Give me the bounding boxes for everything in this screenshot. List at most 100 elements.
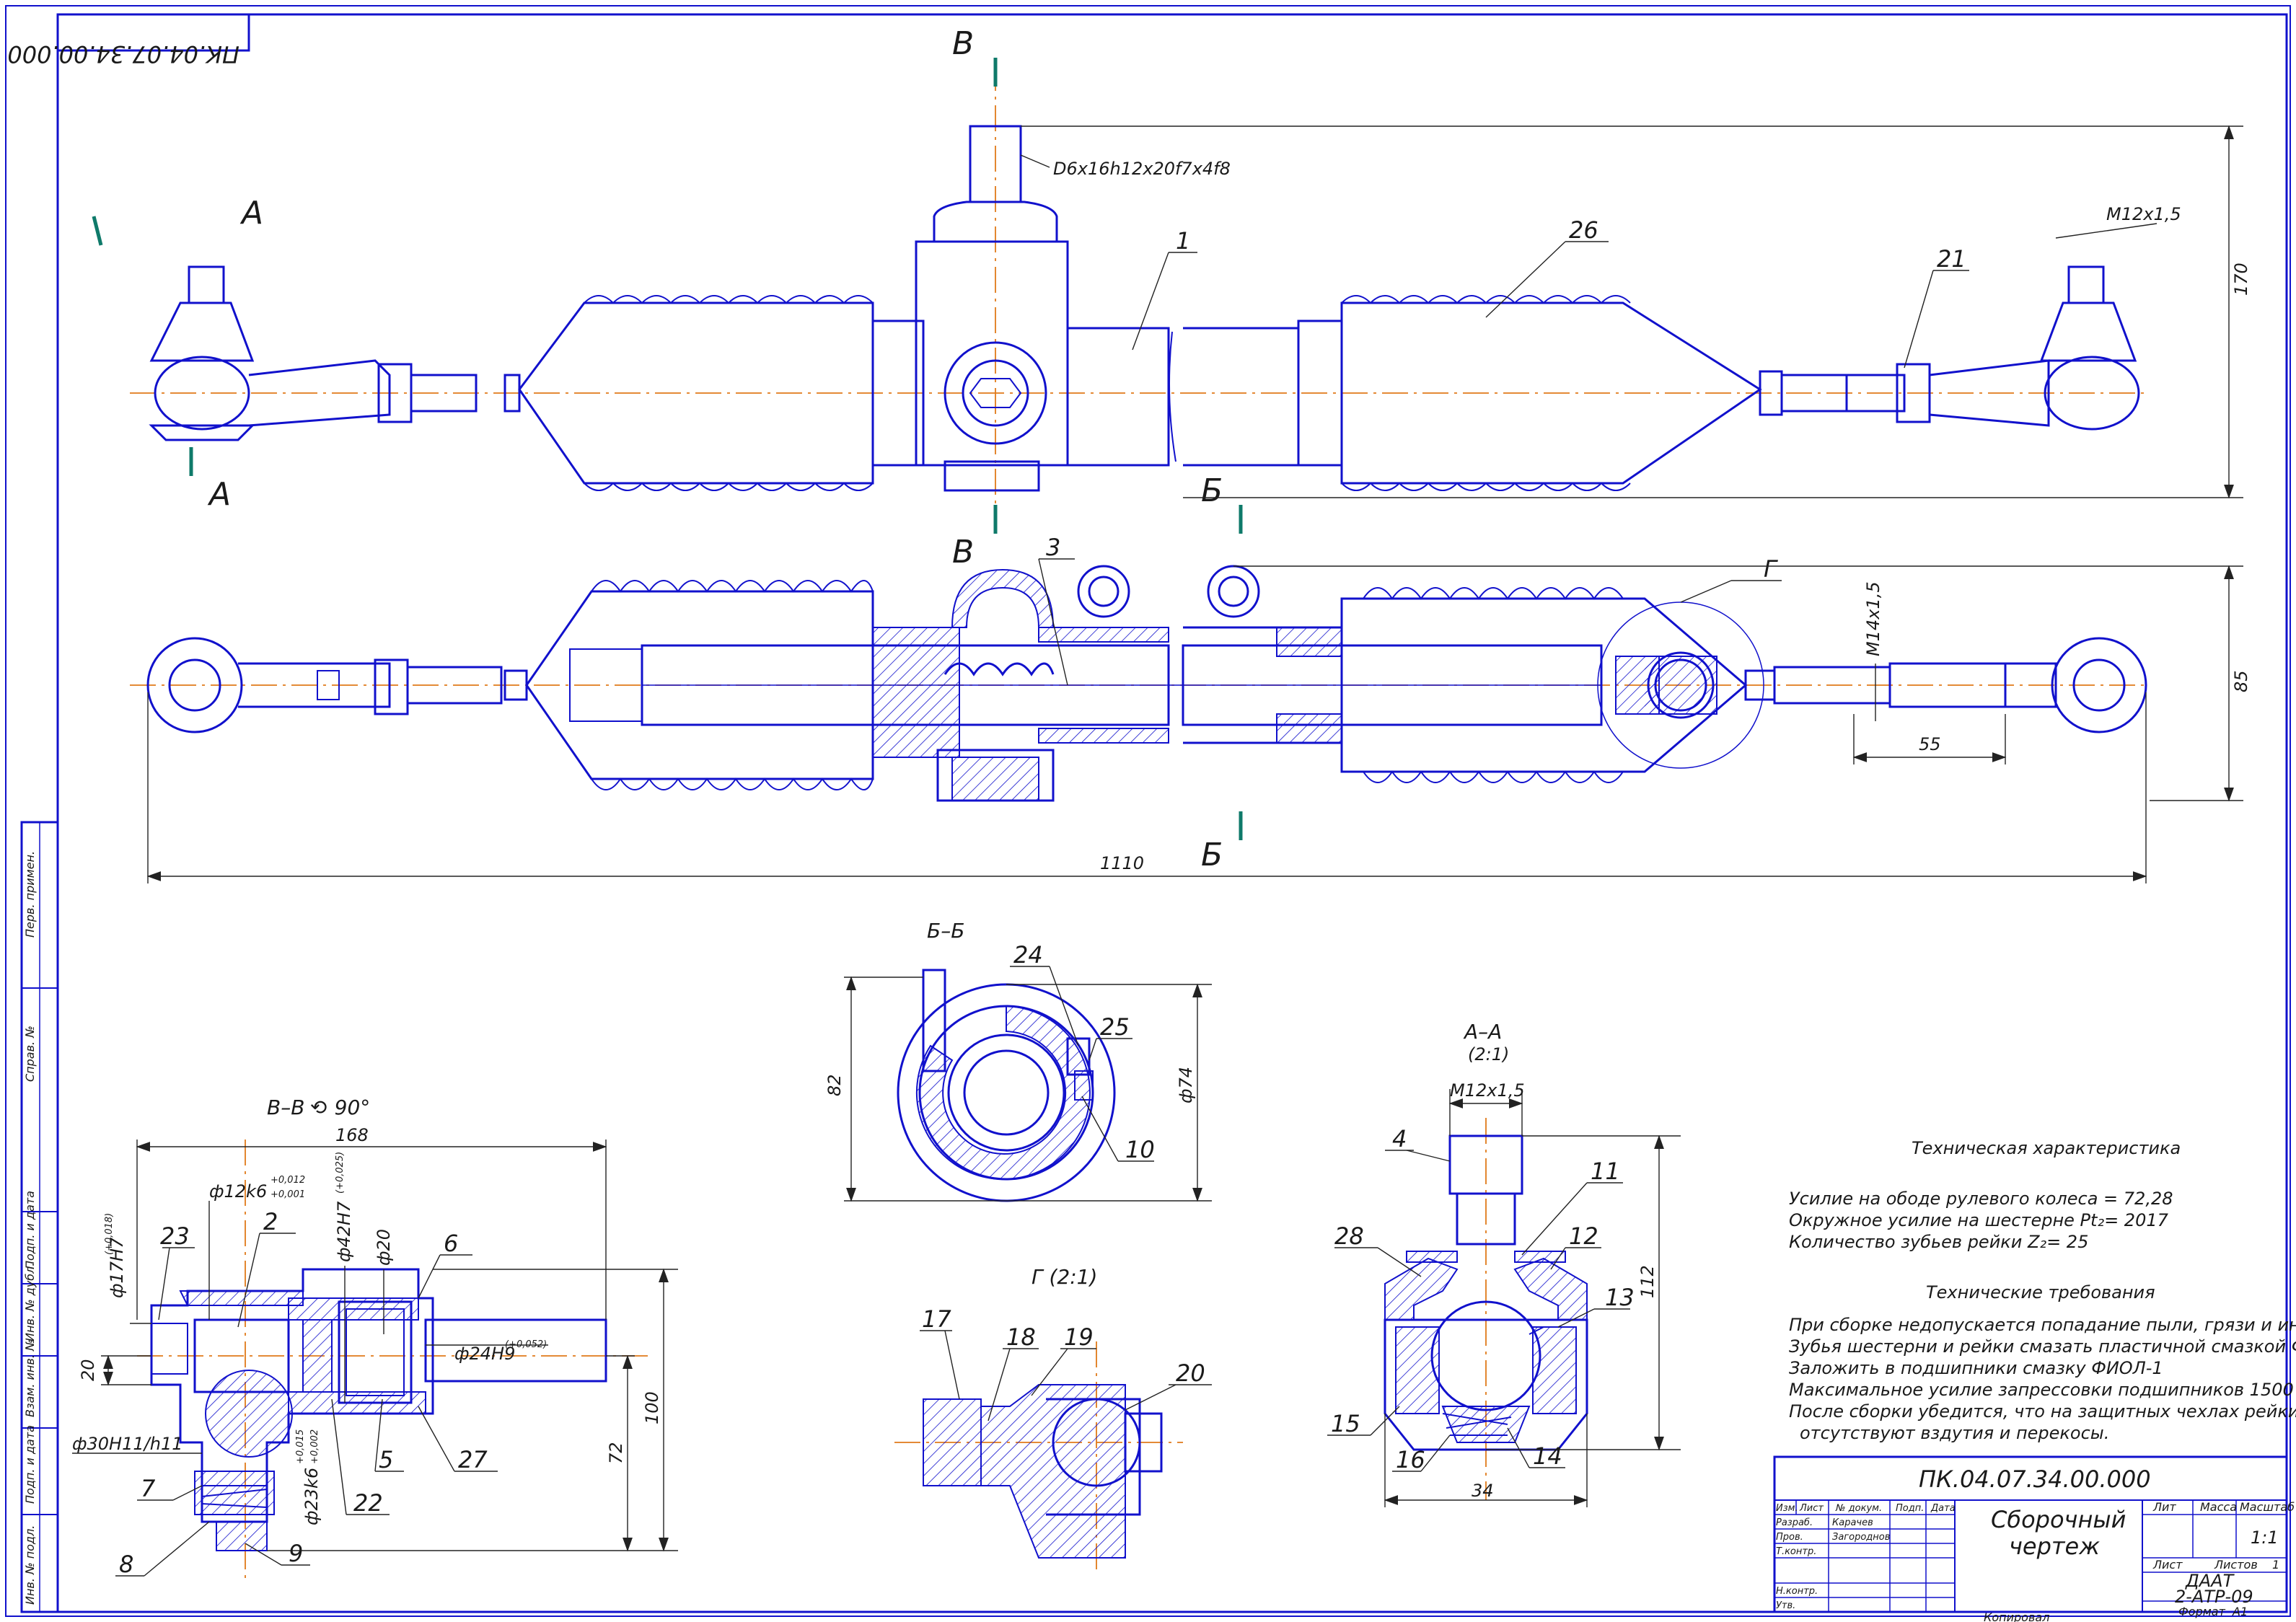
dim-phi24h9: ф24H9 (454, 1344, 515, 1364)
title-block-tkontr: Т.контр. (1776, 1546, 1816, 1557)
section-bb-title: Б–Б (927, 919, 964, 943)
side-strip-label: Взам. инв. № (23, 1339, 37, 1417)
sheet-frame (5, 5, 2291, 1617)
tech-req-line: Максимальное усилие запрессовки подшипни… (1789, 1380, 2296, 1400)
title-block-col-date: Дата (1930, 1503, 1956, 1514)
callout-10: 10 (1125, 1136, 1155, 1163)
thread-m12-aa: M12x1,5 (1450, 1080, 1525, 1101)
left-boot-ribs (584, 295, 874, 491)
callout-11: 11 (1591, 1158, 1620, 1185)
tech-req-line: Зубья шестерни и рейки смазать пластично… (1789, 1336, 2296, 1357)
side-strip-label: Подп. и дата (23, 1425, 37, 1504)
callout-4: 4 (1392, 1125, 1407, 1152)
callout-19: 19 (1064, 1323, 1094, 1351)
callout-25: 25 (1100, 1013, 1130, 1041)
section-g-label: Г (1764, 555, 1778, 583)
dim-phi17h7-tol: (+0,018) (104, 1213, 115, 1255)
callout-24: 24 (1013, 941, 1043, 969)
title-block-name2: чертеж (2009, 1533, 2100, 1560)
dim-phi23k6: ф23k6 (302, 1468, 322, 1525)
title-block-format-value: А1 (2232, 1605, 2248, 1618)
section-aa: А–А (2:1) M12x1,5 112 34 4 11 (1327, 1020, 1681, 1507)
tech-char-line: Количество зубьев рейки Z₂= 25 (1789, 1232, 2088, 1252)
title-block-lit: Лит (2152, 1500, 2176, 1514)
dim-82: 82 (824, 1074, 845, 1096)
tech-char-title: Техническая характеристика (1912, 1138, 2181, 1158)
dim-168: 168 (335, 1125, 369, 1145)
title-block-prov-name: Загороднов (1832, 1532, 1890, 1543)
callout-7: 7 (141, 1475, 156, 1502)
dim-phi23k6-tol-lo: +0,002 (309, 1429, 320, 1464)
dim-phi12k6: ф12k6 (209, 1181, 267, 1202)
title-block-org1: ДААТ (2185, 1571, 2235, 1591)
section-b-label-top: Б (1201, 472, 1223, 509)
doc-code-rotated-box: ПК.04.07.34.00.000 (7, 13, 250, 68)
side-strip-label: Инв. № подл. (23, 1525, 37, 1605)
side-strip: Перв. примен. Справ. № Подп. и дата Инв.… (20, 821, 59, 1613)
callout-18: 18 (1006, 1323, 1036, 1351)
callout-5: 5 (379, 1446, 393, 1473)
callout-20: 20 (1176, 1359, 1205, 1387)
dim-85: 85 (2231, 670, 2251, 692)
doc-code-rotated: ПК.04.07.34.00.000 (7, 40, 239, 68)
dim-phi42h7-tol: (+0,025) (335, 1152, 346, 1194)
spline-dim: D6x16h12x20f7x4f8 (1053, 159, 1231, 179)
thread-m12-top: M12x1,5 (2106, 204, 2181, 224)
title-block-org2: 2-АТР-09 (2175, 1587, 2253, 1607)
callout-27: 27 (458, 1446, 488, 1473)
section-aa-title: А–А (1463, 1020, 1502, 1044)
section-b-label-bottom: Б (1201, 837, 1223, 873)
title-block-nkontr: Н.контр. (1776, 1586, 1818, 1597)
title-block-col-izm: Изм. (1776, 1503, 1798, 1514)
callout-28: 28 (1334, 1222, 1364, 1250)
section-v-label-top: В (952, 25, 974, 62)
tech-char-line: Окружное усилие на шестерне Pt₂= 2017 (1789, 1210, 2169, 1230)
title-block-col-list: Лист (1799, 1503, 1824, 1514)
tech-req-line: При сборке недопускается попадание пыли,… (1789, 1315, 2296, 1335)
callout-16: 16 (1396, 1446, 1425, 1473)
section-v-label-bottom: В (952, 534, 974, 570)
title-block-code: ПК.04.07.34.00.000 (1919, 1465, 2151, 1493)
dim-phi23k6-tol-up: +0,015 (295, 1429, 306, 1464)
dim-phi20: ф20 (374, 1229, 394, 1266)
dim-112: 112 (1637, 1265, 1658, 1298)
title-block-col-doc: № докум. (1835, 1503, 1882, 1514)
title-block-scale-value: 1:1 (2251, 1528, 2279, 1548)
title-block-col-sign: Подп. (1896, 1503, 1924, 1514)
dim-phi42h7: ф42H7 (334, 1201, 354, 1262)
side-strip-label: Инв. № дубл. (23, 1263, 37, 1341)
callout-14: 14 (1533, 1442, 1562, 1470)
callout-23: 23 (160, 1222, 190, 1250)
section-bb: Б–Б 82 ф74 24 25 10 (824, 919, 1212, 1202)
section-a-label-top: А (239, 195, 263, 232)
thread-m14: M14x1,5 (1863, 581, 1883, 656)
tech-requirements: Технические требования При сборке недопу… (1789, 1282, 2296, 1443)
title-block-razrab-name: Карачев (1832, 1517, 1873, 1528)
section-a-label-bottom: А (207, 476, 231, 513)
title-block-prov: Пров. (1776, 1532, 1803, 1543)
tech-char-line: Усилие на ободе рулевого колеса = 72,28 (1789, 1189, 2173, 1209)
dim-1110: 1110 (1100, 853, 1144, 873)
title-block-mass: Масса (2200, 1500, 2237, 1514)
section-aa-scale: (2:1) (1468, 1044, 1509, 1065)
title-block-copied: Копировал (1984, 1610, 2049, 1622)
dim-72: 72 (606, 1442, 626, 1464)
title-block-scale: Масштаб (2240, 1500, 2295, 1514)
title-block-utv: Утв. (1776, 1600, 1795, 1611)
callout-2: 2 (263, 1208, 278, 1235)
dim-20: 20 (78, 1359, 98, 1381)
callout-12: 12 (1569, 1222, 1598, 1250)
dim-170: 170 (2231, 263, 2251, 296)
tech-characteristics: Техническая характеристика Усилие на обо… (1789, 1138, 2181, 1252)
dim-34: 34 (1472, 1481, 1494, 1501)
callout-22: 22 (353, 1489, 383, 1517)
section-vv: В–В ⟲ 90° 168 ф12k6 +0,012 +0,001 ф42H7 … (72, 1096, 678, 1579)
title-block-razrab: Разраб. (1776, 1517, 1813, 1528)
callout-6: 6 (444, 1230, 458, 1257)
callout-1: 1 (1176, 227, 1190, 255)
tech-req-line: отсутствуют вздутия и перекосы. (1800, 1423, 2109, 1443)
side-strip-label: Перв. примен. (23, 851, 37, 938)
callout-9: 9 (289, 1540, 303, 1567)
dim-55: 55 (1919, 734, 1941, 754)
dim-100: 100 (642, 1391, 662, 1424)
